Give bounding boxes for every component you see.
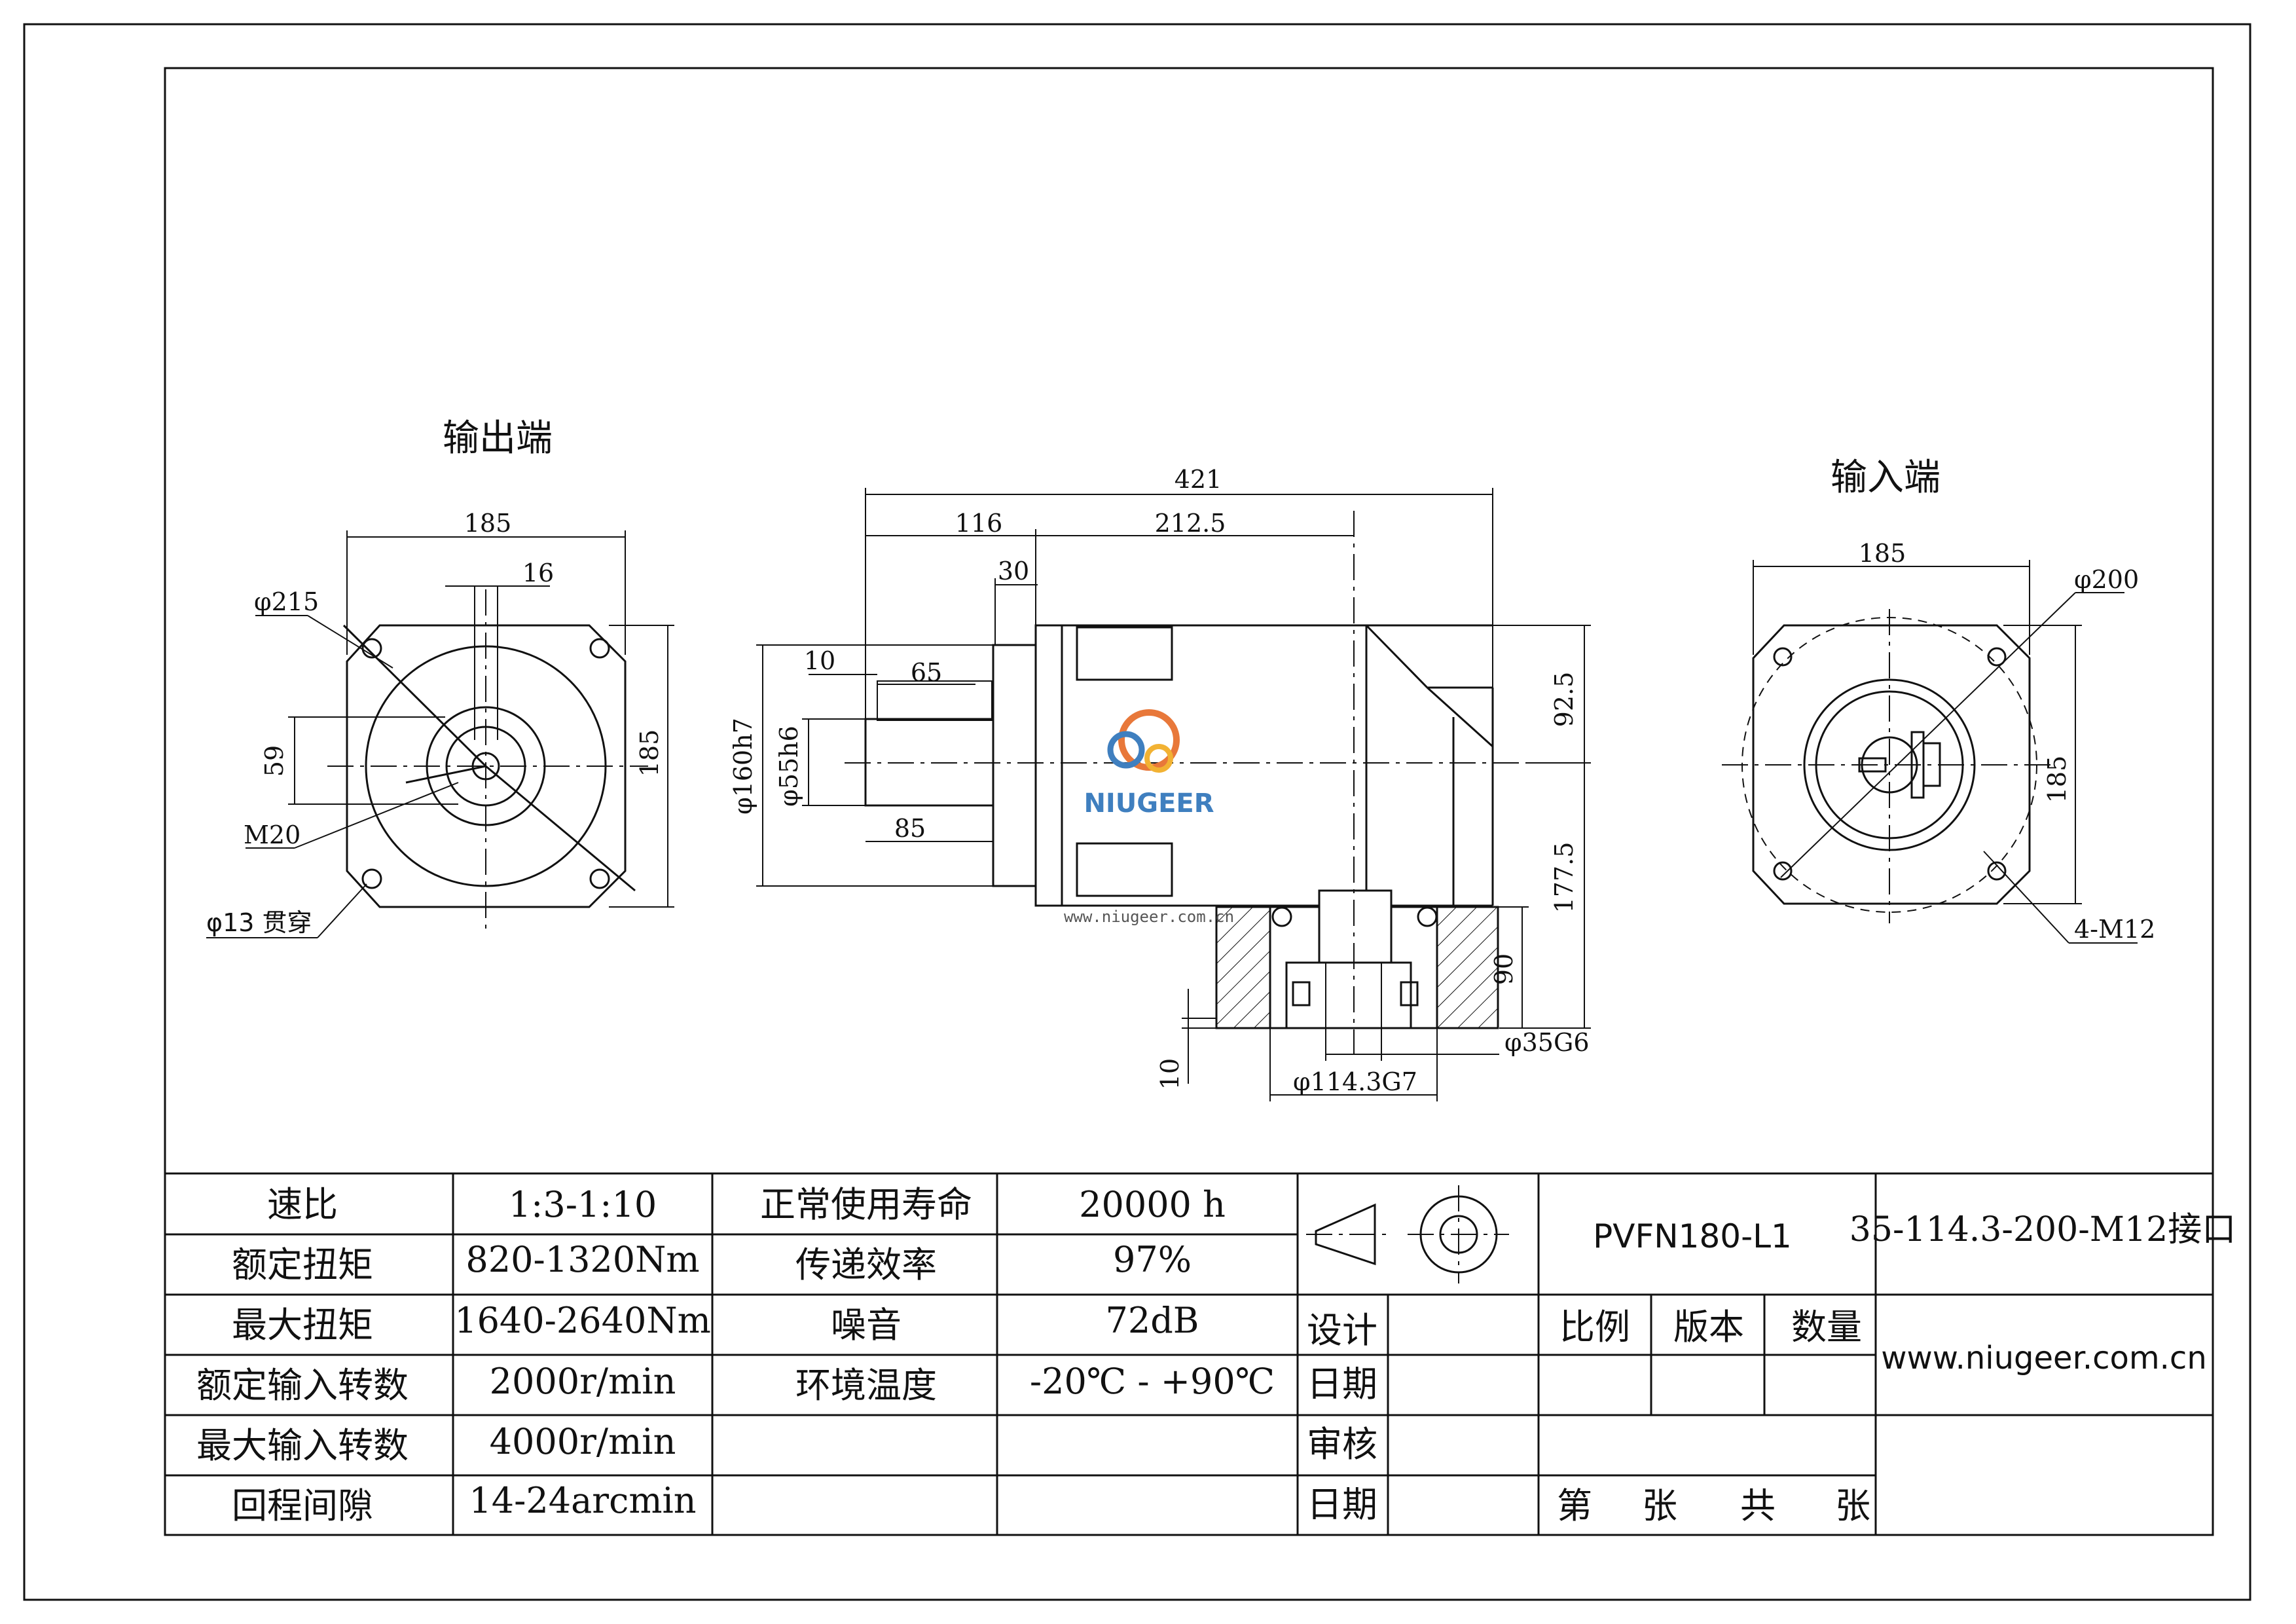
watermark-brand: NIUGEER [1084, 788, 1214, 819]
spec-key: 回程间隙 [232, 1485, 373, 1526]
dim-out-185-top: 185 [464, 509, 512, 538]
spec-value: 14-24arcmin [469, 1480, 696, 1521]
spec-value: 97% [1113, 1239, 1192, 1280]
dim-side-10: 10 [804, 646, 835, 675]
label-date: 日期 [1307, 1484, 1377, 1525]
model-name: PVFN180-L1 [1593, 1217, 1792, 1255]
spec-key: 噪音 [831, 1304, 902, 1346]
projection-symbol-icon [1306, 1185, 1509, 1283]
dim-side-phi35: φ35G6 [1504, 1028, 1590, 1057]
spec-value: 20000 h [1079, 1184, 1226, 1225]
label-sheet-zhang: 张 [1835, 1485, 1870, 1526]
dim-side-177-5: 177.5 [1550, 842, 1578, 913]
dim-out-phi215: φ215 [254, 587, 319, 616]
spec-value: 72dB [1106, 1300, 1199, 1341]
spec-key: 最大输入转数 [196, 1425, 409, 1466]
label-sheet-no: 第 [1557, 1485, 1592, 1526]
spec-value: -20℃ - +90℃ [1030, 1361, 1275, 1402]
label-design: 设计 [1307, 1310, 1377, 1351]
spec-key: 额定扭矩 [232, 1244, 373, 1285]
dim-side-116: 116 [955, 509, 1003, 538]
label-sheet-total: 共 [1740, 1485, 1776, 1526]
label-sheet-zhang: 张 [1642, 1485, 1677, 1526]
spec-value: 2000r/min [490, 1361, 676, 1402]
dim-in-phi200: φ200 [2074, 565, 2139, 594]
dim-side-phi160: φ160h7 [729, 718, 757, 815]
dim-side-85: 85 [894, 814, 926, 843]
dim-side-90: 90 [1489, 953, 1518, 985]
niugeer-logo-watermark: NIUGEER www.niugeer.com.cn [1064, 709, 1234, 926]
interface-spec: 35-114.3-200-M12接口 [1850, 1210, 2236, 1249]
spec-key: 正常使用寿命 [760, 1184, 972, 1225]
dim-out-185-right: 185 [635, 729, 664, 777]
spec-key: 环境温度 [795, 1365, 937, 1406]
outer-border [23, 23, 2251, 1601]
dim-side-30: 30 [998, 557, 1029, 585]
spec-key: 最大扭矩 [232, 1304, 373, 1346]
dim-out-phi13: φ13 贯穿 [206, 908, 312, 937]
spec-value: 1640-2640Nm [454, 1300, 711, 1341]
dim-side-212-5: 212.5 [1155, 509, 1226, 538]
label-review: 审核 [1307, 1424, 1377, 1465]
dim-in-185-top: 185 [1859, 539, 1906, 568]
output-end-view: 输出端 185 16 φ215 59 [206, 417, 674, 938]
input-end-view: 输入端 φ200 185 185 4-M12 [1722, 456, 2155, 944]
spec-key: 速比 [267, 1184, 338, 1225]
title-block: PVFN180-L1 35-114.3-200-M12接口 www.niugee… [1296, 1172, 2236, 1536]
spec-value: 4000r/min [490, 1421, 676, 1462]
dim-in-185-right: 185 [2043, 756, 2071, 803]
spec-key: 额定输入转数 [196, 1365, 409, 1406]
dim-side-65: 65 [911, 658, 942, 687]
label-quantity: 数量 [1791, 1306, 1862, 1348]
watermark-url: www.niugeer.com.cn [1064, 908, 1234, 926]
input-view-title: 输入端 [1831, 456, 1941, 499]
label-date: 日期 [1307, 1363, 1377, 1405]
output-view-title: 输出端 [443, 417, 553, 460]
dim-out-m20: M20 [244, 821, 301, 849]
spec-value: 820-1320Nm [465, 1239, 699, 1280]
dim-side-92-5: 92.5 [1550, 672, 1578, 728]
dim-out-59: 59 [260, 745, 289, 777]
dim-in-4m12: 4-M12 [2074, 915, 2155, 944]
dim-out-16: 16 [522, 559, 554, 587]
website-url: www.niugeer.com.cn [1881, 1340, 2207, 1376]
dim-side-phi114: φ114.3G7 [1293, 1067, 1417, 1096]
dim-side-phi55: φ55h6 [774, 726, 803, 807]
spec-table: 速比 1:3-1:10 正常使用寿命 20000 h 额定扭矩 820-1320… [164, 1172, 1299, 1536]
label-scale: 比例 [1559, 1306, 1630, 1348]
side-view: 421 116 212.5 30 10 65 85 φ160h7 φ55h6 9… [729, 465, 1591, 1101]
label-version: 版本 [1673, 1306, 1744, 1348]
dim-side-10b: 10 [1156, 1058, 1184, 1090]
dim-side-421: 421 [1175, 465, 1222, 494]
spec-key: 传递效率 [795, 1244, 937, 1285]
spec-value: 1:3-1:10 [509, 1184, 657, 1225]
